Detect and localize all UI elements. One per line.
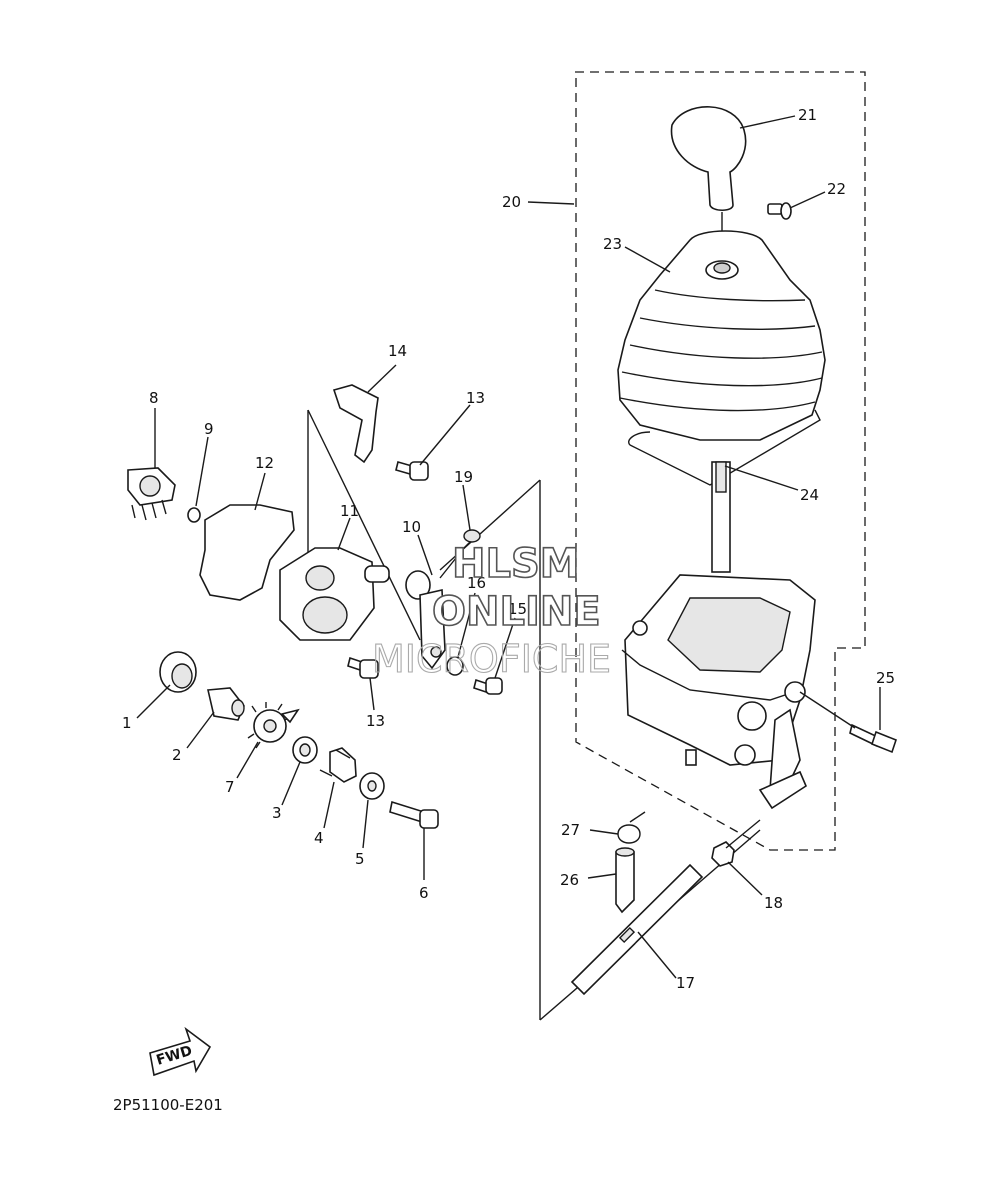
gear-7-part <box>247 702 300 749</box>
group-frame-line <box>307 409 421 641</box>
callout-21: 21 <box>798 106 817 124</box>
callout-1: 1 <box>122 714 132 732</box>
screw-13-upper-part <box>395 461 429 481</box>
bolt-25-part <box>849 723 897 754</box>
callout-23: 23 <box>603 235 622 253</box>
callout-15: 15 <box>508 600 527 618</box>
watermark-line-2: ONLINE <box>432 589 601 635</box>
bushing-2-part <box>207 687 245 721</box>
watermark-line-1: HLSM <box>452 541 580 587</box>
callout-9: 9 <box>204 420 214 438</box>
callout-5: 5 <box>355 850 365 868</box>
drawing-code: 2P51100-E201 <box>113 1096 223 1114</box>
callout-13-upper: 13 <box>466 389 485 407</box>
callout-27: 27 <box>561 821 580 839</box>
callout-7: 7 <box>225 778 235 796</box>
shift-boot-part <box>617 230 826 441</box>
cam-1-part <box>159 651 197 693</box>
callout-22: 22 <box>827 180 846 198</box>
gasket-12-part <box>199 504 295 601</box>
leader-lines <box>136 115 881 979</box>
callout-labels: 1 2 3 4 5 6 7 8 9 10 11 12 13 13 14 15 1… <box>122 106 895 992</box>
wire-ring-24-part <box>628 409 821 486</box>
callout-17: 17 <box>676 974 695 992</box>
callout-14: 14 <box>388 342 407 360</box>
callout-10: 10 <box>402 518 421 536</box>
callout-19: 19 <box>454 468 473 486</box>
screw-13-lower-part <box>347 656 379 679</box>
collar-26-part <box>615 851 635 914</box>
callout-2: 2 <box>172 746 182 764</box>
bolt-6-part <box>389 800 439 829</box>
spring-4-part <box>329 747 357 783</box>
callout-13-lower: 13 <box>366 712 385 730</box>
callout-25: 25 <box>876 669 895 687</box>
assembly-20-boundary <box>575 71 866 851</box>
bracket-14-part <box>332 384 379 464</box>
callout-18: 18 <box>764 894 783 912</box>
shift-housing-part <box>621 574 816 810</box>
callout-3: 3 <box>272 804 282 822</box>
callout-11: 11 <box>340 502 359 520</box>
lever-rod-part <box>711 461 731 573</box>
callout-12: 12 <box>255 454 274 472</box>
washer-16-part <box>446 656 464 676</box>
callout-6: 6 <box>419 884 429 902</box>
cover-11-part <box>279 547 390 641</box>
callout-8: 8 <box>149 389 159 407</box>
callout-20: 20 <box>502 193 521 211</box>
rod-17-part <box>570 863 704 996</box>
callout-4: 4 <box>314 829 324 847</box>
callout-16: 16 <box>467 574 486 592</box>
switch-8-part <box>127 467 176 521</box>
nut-18-part <box>711 841 735 867</box>
bolt-15-part <box>473 677 503 695</box>
fwd-arrow-icon: FWD <box>149 1026 212 1077</box>
lever-10-part <box>405 570 446 670</box>
group-frame-line-3 <box>439 479 541 571</box>
callout-26: 26 <box>560 871 579 889</box>
watermark-line-3: MICROFICHE <box>372 637 611 681</box>
screw-22-part <box>767 202 792 220</box>
callout-24: 24 <box>800 486 819 504</box>
watermark-logo: HLSM ONLINE MICROFICHE <box>371 540 611 681</box>
clip-27-part <box>617 811 646 844</box>
o-ring-9-part <box>187 507 201 523</box>
